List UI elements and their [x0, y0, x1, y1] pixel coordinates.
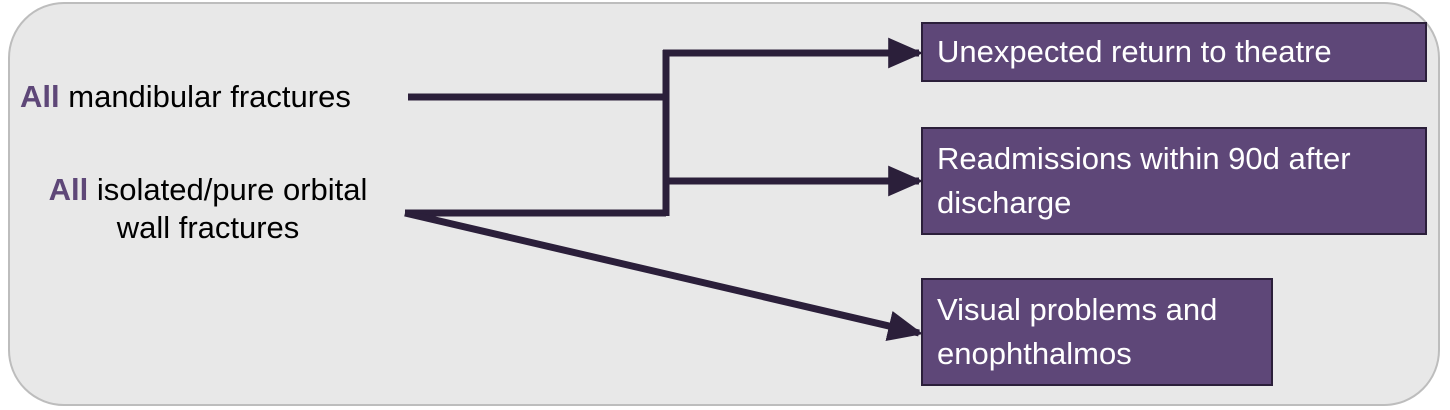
- source-mandibular-lead: All: [20, 79, 60, 114]
- outcome-return-to-theatre: Unexpected return to theatre: [921, 22, 1427, 82]
- source-mandibular-fractures: All mandibular fractures: [20, 78, 351, 116]
- source-orbital-lead: All: [48, 172, 89, 207]
- source-mandibular-text: mandibular fractures: [68, 79, 351, 114]
- outcome-readmissions: Readmissions within 90d after discharge: [921, 127, 1427, 235]
- arrow-to-visual-problems: [404, 209, 924, 341]
- source-orbital-fractures: All isolated/pure orbital wall fractures: [18, 171, 398, 247]
- source-orbital-text: isolated/pure orbital wall fractures: [96, 172, 368, 245]
- outcome-visual-problems: Visual problems and enophthalmos: [921, 278, 1273, 386]
